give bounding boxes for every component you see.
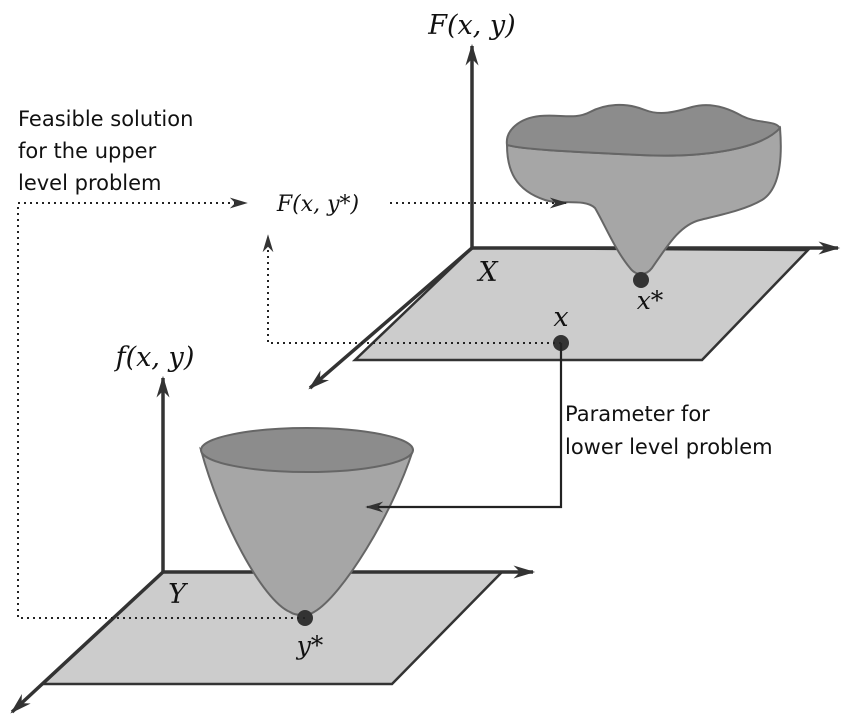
- annotations: Feasible solution for the upper level pr…: [18, 107, 773, 459]
- upper-optimum-label: x*: [637, 286, 664, 315]
- upper-value-label: F(x, y*): [276, 192, 359, 217]
- upper-optimum-point: [633, 272, 649, 288]
- upper-axis-title: F(x, y): [427, 10, 515, 41]
- parameter-text-line1: Parameter for: [565, 402, 710, 426]
- lower-optimum-label: y*: [296, 631, 324, 660]
- lower-objective-bowl: [199, 427, 414, 616]
- feasible-solution-dotted-path: [17, 197, 305, 619]
- lower-axis-title: f(x, y): [114, 342, 195, 373]
- parameter-text-line2: lower level problem: [565, 435, 773, 459]
- feasible-solution-text-line2: for the upper: [18, 139, 157, 163]
- feasible-solution-text-line3: level problem: [18, 171, 162, 195]
- connectors: [17, 197, 568, 619]
- feasible-solution-text-line1: Feasible solution: [18, 107, 193, 131]
- parameter-to-value-dotted-path: [262, 234, 561, 344]
- upper-level-group: F(x, y) X x* x F(x, y*): [276, 10, 841, 390]
- upper-parameter-label: x: [553, 302, 568, 333]
- parameter-to-lower-solid-path: [365, 343, 563, 513]
- upper-objective-surface: [505, 104, 782, 275]
- upper-axis-diagonal: [308, 246, 474, 390]
- lower-plane-label: Y: [168, 579, 188, 610]
- upper-plane-label: X: [476, 257, 499, 288]
- lower-axis-diagonal: [10, 570, 165, 714]
- lower-level-group: f(x, y) Y y*: [10, 342, 536, 714]
